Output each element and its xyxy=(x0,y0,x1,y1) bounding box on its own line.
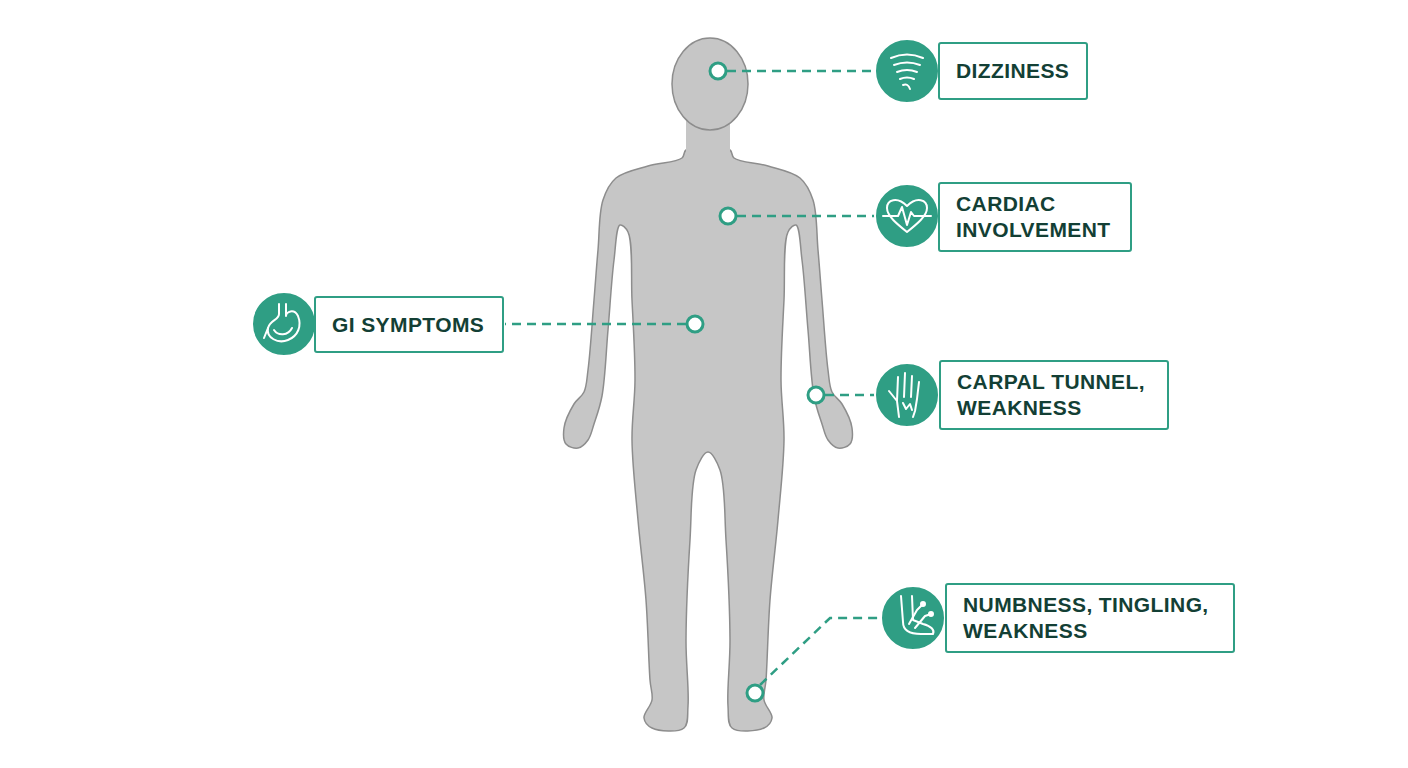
head xyxy=(672,38,748,130)
symptom-box: CARPAL TUNNEL, WEAKNESS xyxy=(939,360,1169,430)
symptom-box: DIZZINESS xyxy=(938,42,1088,100)
leader-line xyxy=(727,70,878,73)
body-dot xyxy=(687,316,703,332)
symptom-box: CARDIAC INVOLVEMENT xyxy=(938,182,1132,252)
symptom-box: NUMBNESS, TINGLING, WEAKNESS xyxy=(945,583,1235,653)
body-dot xyxy=(720,208,736,224)
hand-icon xyxy=(875,363,939,427)
body-dot xyxy=(710,63,726,79)
leader-line xyxy=(737,215,878,218)
symptom-label: CARPAL TUNNEL, WEAKNESS xyxy=(957,369,1155,420)
symptom-box: GI SYMPTOMS xyxy=(314,296,504,353)
human-silhouette xyxy=(564,38,853,731)
body-dots xyxy=(687,63,824,701)
body-dot xyxy=(808,387,824,403)
body-dot xyxy=(747,685,763,701)
leader-line xyxy=(760,618,884,685)
symptom-label: GI SYMPTOMS xyxy=(332,312,484,338)
body-outline xyxy=(564,149,853,731)
stomach-icon xyxy=(252,292,316,356)
icons xyxy=(252,39,945,650)
heart-icon xyxy=(875,184,939,248)
symptom-label: CARDIAC INVOLVEMENT xyxy=(956,191,1118,242)
leader-line xyxy=(825,394,878,397)
leader-lines xyxy=(505,71,884,685)
foot-icon xyxy=(881,586,945,650)
symptom-label: DIZZINESS xyxy=(956,58,1069,84)
symptom-label: NUMBNESS, TINGLING, WEAKNESS xyxy=(963,592,1221,643)
dizziness-icon xyxy=(875,39,939,103)
leader-line xyxy=(505,323,686,326)
